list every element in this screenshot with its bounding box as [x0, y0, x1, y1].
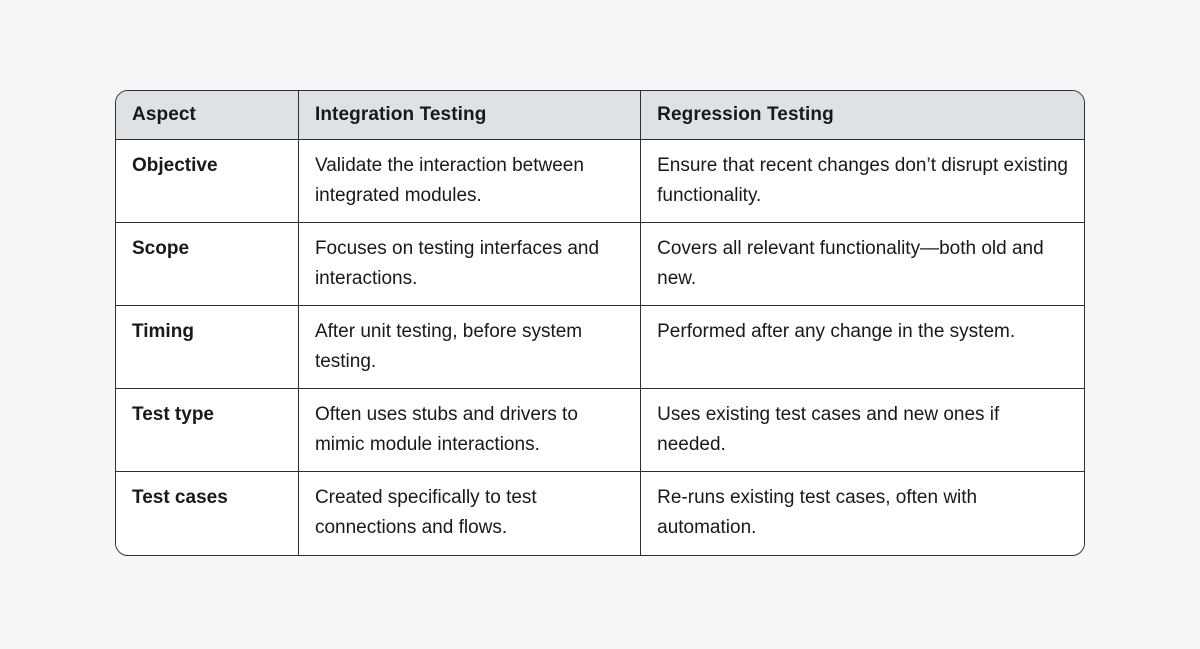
- integration-cell: Often uses stubs and drivers to mimic mo…: [298, 389, 642, 472]
- integration-cell: Created specifically to test connections…: [298, 472, 642, 555]
- table-row: Test type Often uses stubs and drivers t…: [116, 389, 1084, 472]
- comparison-table-card: Aspect Integration Testing Regression Te…: [115, 90, 1085, 556]
- row-aspect-label: Timing: [116, 306, 299, 389]
- row-aspect-label: Test cases: [116, 472, 299, 555]
- table-header-row: Aspect Integration Testing Regression Te…: [116, 91, 1084, 140]
- regression-cell: Uses existing test cases and new ones if…: [641, 389, 1084, 472]
- header-integration-testing: Integration Testing: [298, 91, 642, 140]
- regression-cell: Ensure that recent changes don’t disrupt…: [641, 140, 1084, 223]
- header-aspect: Aspect: [116, 91, 299, 140]
- integration-cell: After unit testing, before system testin…: [298, 306, 642, 389]
- row-aspect-label: Test type: [116, 389, 299, 472]
- regression-cell: Re-runs existing test cases, often with …: [641, 472, 1084, 555]
- table-row: Scope Focuses on testing interfaces and …: [116, 223, 1084, 306]
- regression-cell: Covers all relevant functionality—both o…: [641, 223, 1084, 306]
- regression-cell: Performed after any change in the system…: [641, 306, 1084, 389]
- comparison-table: Aspect Integration Testing Regression Te…: [116, 91, 1084, 555]
- table-row: Timing After unit testing, before system…: [116, 306, 1084, 389]
- header-regression-testing: Regression Testing: [641, 91, 1084, 140]
- integration-cell: Focuses on testing interfaces and intera…: [298, 223, 642, 306]
- integration-cell: Validate the interaction between integra…: [298, 140, 642, 223]
- row-aspect-label: Objective: [116, 140, 299, 223]
- table-row: Objective Validate the interaction betwe…: [116, 140, 1084, 223]
- row-aspect-label: Scope: [116, 223, 299, 306]
- table-row: Test cases Created specifically to test …: [116, 472, 1084, 555]
